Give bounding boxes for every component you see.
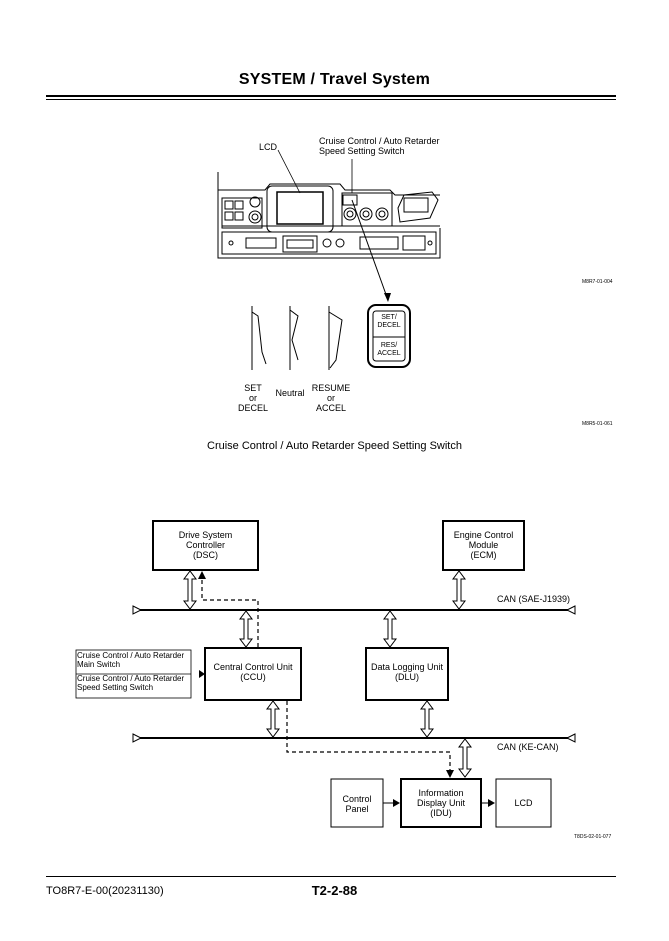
ccu-label-line-2: (CCU) (240, 672, 266, 682)
control-panel-label: Control Panel (331, 794, 383, 814)
ecm-box (442, 520, 525, 571)
dlu-box (365, 647, 449, 701)
dsc-label: Drive System Controller (DSC) (153, 530, 258, 560)
diagram-code: T8DS-02-01-077 (574, 834, 612, 840)
position-set-line-1: SET (244, 383, 262, 393)
dlu-label: Data Logging Unit (DLU) (366, 662, 448, 682)
dsc-box (152, 520, 259, 571)
figure-code-2: M8R5-01-061 (582, 421, 613, 427)
lcd-label: LCD (514, 798, 533, 808)
ccu-label: Central Control Unit (CCU) (205, 662, 301, 682)
switch-face-bottom-line-2: ACCEL (377, 350, 401, 357)
switch-face-top-line-1: SET/ (381, 314, 397, 321)
header-rule-thin (46, 99, 616, 100)
control-panel-box (330, 778, 384, 828)
inputs-label: Cruise Control / Auto Retarder Main Swit… (77, 651, 184, 692)
lcd-callout: LCD (259, 142, 278, 152)
switch-callout-line-2: Speed Setting Switch (319, 146, 405, 156)
position-neutral-line-1: Neutral (275, 388, 305, 398)
position-resume-accel: RESUME or ACCEL (306, 383, 356, 413)
lcd-box (495, 778, 552, 828)
ecm-label: Engine Control Module (ECM) (443, 530, 524, 560)
idu-label-line-3: (IDU) (430, 808, 452, 818)
idu-label-line-1: Information (418, 788, 464, 798)
idu-label: Information Display Unit (IDU) (401, 788, 481, 818)
inputs-line-4: Speed Setting Switch (77, 683, 154, 692)
idu-label-line-2: Display Unit (416, 798, 465, 808)
switch-face-bottom: RES/ ACCEL (373, 342, 405, 358)
dsc-label-line-2: Controller (185, 540, 225, 550)
switch-callout-line-1: Cruise Control / Auto Retarder (319, 136, 440, 146)
position-resume-line-2: or (326, 393, 335, 403)
position-set-decel: SET or DECEL (228, 383, 278, 413)
position-set-line-2: or (248, 393, 257, 403)
inputs-line-2: Main Switch (77, 660, 121, 669)
position-set-line-3: DECEL (237, 403, 268, 413)
position-resume-line-1: RESUME (311, 383, 351, 393)
switch-face-top: SET/ DECEL (373, 314, 405, 330)
page-number: T2-2-88 (311, 883, 358, 898)
figure-caption: Cruise Control / Auto Retarder Speed Set… (207, 440, 462, 452)
header-rule (46, 95, 616, 97)
ecm-label-line-3: (ECM) (470, 550, 497, 560)
inputs-line-1: Cruise Control / Auto Retarder (77, 651, 185, 660)
ccu-label-line-1: Central Control Unit (213, 662, 293, 672)
control-panel-line-1: Control (342, 794, 372, 804)
switch-face-bottom-line-1: RES/ (380, 342, 398, 349)
idu-box (400, 778, 482, 828)
doc-code: TO8R7-E-00(20231130) (46, 885, 164, 897)
switch-callout: Cruise Control / Auto Retarder Speed Set… (319, 136, 440, 156)
dsc-label-line-1: Drive System (178, 530, 233, 540)
inputs-line-3: Cruise Control / Auto Retarder (77, 674, 185, 683)
page-title: SYSTEM / Travel System (238, 71, 431, 88)
figure-code-1: M8R7-01-004 (582, 279, 613, 285)
can-sae-label: CAN (SAE-J1939) (497, 594, 571, 604)
dlu-label-line-1: Data Logging Unit (370, 662, 444, 672)
ecm-label-line-1: Engine Control (453, 530, 514, 540)
control-panel-line-2: Panel (345, 804, 369, 814)
dlu-label-line-2: (DLU) (395, 672, 419, 682)
can-ke-label: CAN (KE-CAN) (497, 742, 559, 752)
ecm-label-line-2: Module (468, 540, 499, 550)
footer-rule (46, 876, 616, 877)
dsc-label-line-3: (DSC) (193, 550, 218, 560)
position-neutral: Neutral (268, 388, 312, 398)
position-resume-line-3: ACCEL (315, 403, 346, 413)
switch-face-top-line-2: DECEL (377, 322, 401, 329)
